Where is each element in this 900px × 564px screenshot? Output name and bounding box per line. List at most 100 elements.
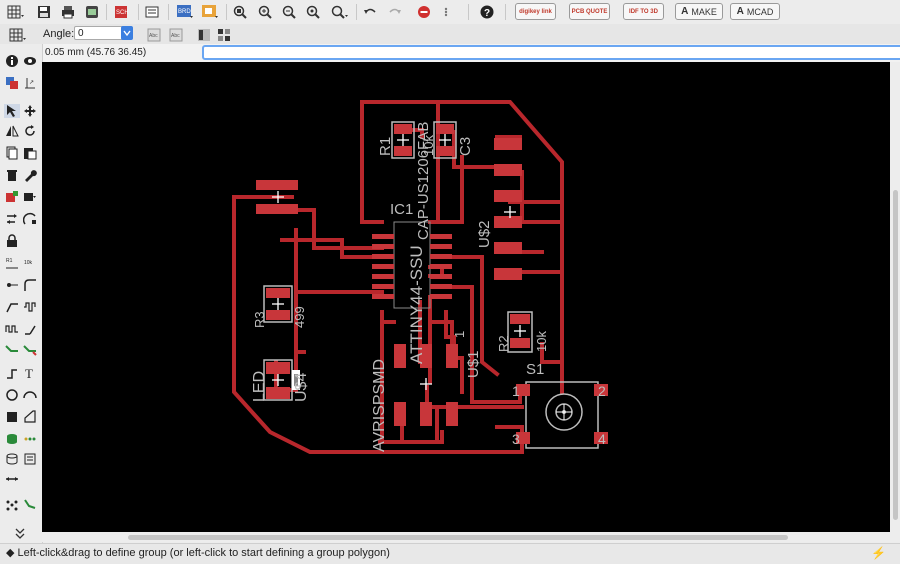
command-bar: 0.05 mm (45.76 36.45) [42,44,900,62]
errors-icon[interactable] [22,452,38,466]
print-icon[interactable] [60,3,76,20]
c3-footprint [433,121,457,159]
svg-text:T: T [25,366,33,380]
ulp-icon[interactable] [144,3,160,20]
ratsnest-icon[interactable] [4,432,20,446]
mark-icon[interactable]: ↗ [22,76,38,90]
layer-icon[interactable]: SCH [113,3,129,20]
pin1-label: 1 [452,331,467,338]
mcad-button[interactable]: A MCAD [730,3,780,20]
s1-footprint [516,381,608,449]
pcb-quote-button[interactable]: PCB QUOTE [569,3,610,20]
board-canvas[interactable]: R1 10k C3 CAP-US1206FAB IC1 ATTINY44-SSU… [42,62,890,532]
mcad-label: MCAD [746,6,774,17]
svg-text:SCH: SCH [116,10,128,16]
redo-icon[interactable] [387,3,403,20]
autodesk-logo-icon: A [681,6,689,17]
u1-label: U$1 [465,350,482,378]
move-icon[interactable] [22,104,38,118]
copy-icon[interactable] [4,146,20,160]
cam-icon[interactable] [84,3,100,20]
zoom-redraw-icon[interactable] [330,3,350,20]
wrench-icon[interactable] [22,168,38,182]
make-label: MAKE [691,6,717,17]
info-icon[interactable] [4,54,20,68]
idf-label: IDF TO 3D [629,8,658,15]
value-label-icon[interactable]: 10k [22,256,38,270]
chevron-double-down-icon[interactable] [12,526,28,540]
mirror-off-icon[interactable]: Abc [146,26,162,43]
line-icon[interactable] [4,366,20,380]
zoom-in-icon[interactable] [257,3,273,20]
status-bar: ◆ Left-click&drag to define group (or le… [0,543,900,564]
text-icon[interactable]: T [22,366,38,380]
digikey-link-button[interactable]: digikey link [515,3,556,20]
miter-icon[interactable] [22,278,38,292]
digikey-label: digikey link [519,8,552,15]
layout-split-icon[interactable] [196,26,212,43]
name-label-icon[interactable]: R1 [4,256,20,270]
rotate-icon[interactable] [22,124,38,138]
layout-grid-icon[interactable] [216,26,232,43]
optimize-icon[interactable] [4,300,20,314]
zoom-select-icon[interactable] [305,3,321,20]
horizontal-scroll-thumb[interactable] [128,535,788,540]
lightning-icon[interactable]: ⚡ [871,546,886,560]
ic1-value-label: ATTINY44-SSU [407,245,426,364]
mirror-icon[interactable] [4,124,20,138]
zoom-out-icon[interactable] [281,3,297,20]
paste-icon[interactable] [22,146,38,160]
svg-text:↗: ↗ [29,80,34,86]
svg-text:?: ? [484,8,490,19]
undo-icon[interactable] [362,3,378,20]
board-icon[interactable]: BRD [176,3,194,20]
idf-to-3d-button[interactable]: IDF TO 3D [623,3,664,20]
help-icon[interactable]: ? [479,3,495,20]
cap-label: CAP-US1206FAB [415,122,432,240]
grid-icon[interactable] [6,3,26,20]
database-icon[interactable] [4,452,20,466]
make-button[interactable]: A MAKE [675,3,723,20]
fanout-icon[interactable] [22,498,38,512]
coordinate-display: 0.05 mm (45.76 36.45) [45,47,147,58]
chevron-down-icon[interactable] [121,26,133,40]
s1-label: S1 [526,361,544,378]
spin-icon[interactable]: Abc [168,26,184,43]
autodesk-logo-icon: A [736,6,744,17]
more-icon[interactable] [441,3,451,20]
polygon-icon[interactable] [22,410,38,424]
drc-icon[interactable] [22,432,38,446]
parameter-toolbar: Angle: 0 Abc Abc [0,24,900,45]
layer-select-icon[interactable] [8,26,28,43]
replace-icon[interactable] [22,190,38,204]
ic1-footprint [372,221,452,309]
arc-icon[interactable] [22,388,38,402]
stop-icon[interactable] [416,3,432,20]
ripup-icon[interactable] [22,322,38,336]
meander-icon[interactable] [22,300,38,314]
circle-icon[interactable] [4,388,20,402]
zoom-fit-icon[interactable] [232,3,248,20]
delete-icon[interactable] [4,168,20,182]
autoroute-icon[interactable] [22,342,38,356]
select-arrow-icon[interactable] [4,104,20,118]
schematic-icon[interactable] [201,3,219,20]
layers-icon[interactable] [4,76,20,90]
eye-icon[interactable] [22,54,38,68]
rect-icon[interactable] [4,410,20,424]
route-icon[interactable] [4,342,20,356]
r1-footprint [391,121,415,159]
measure-icon[interactable] [4,472,20,486]
split-icon[interactable] [4,278,20,292]
save-icon[interactable] [36,3,52,20]
vertical-scroll-thumb[interactable] [893,190,898,520]
swap-icon[interactable] [4,212,20,226]
cluster-icon[interactable] [4,498,20,512]
wave-icon[interactable] [4,322,20,336]
lock-icon[interactable] [4,234,20,248]
r2-label: R2 [496,335,511,352]
command-input[interactable] [202,45,900,60]
smash-icon[interactable] [22,212,38,226]
svg-text:R1: R1 [6,258,13,264]
add-part-icon[interactable] [4,190,20,204]
